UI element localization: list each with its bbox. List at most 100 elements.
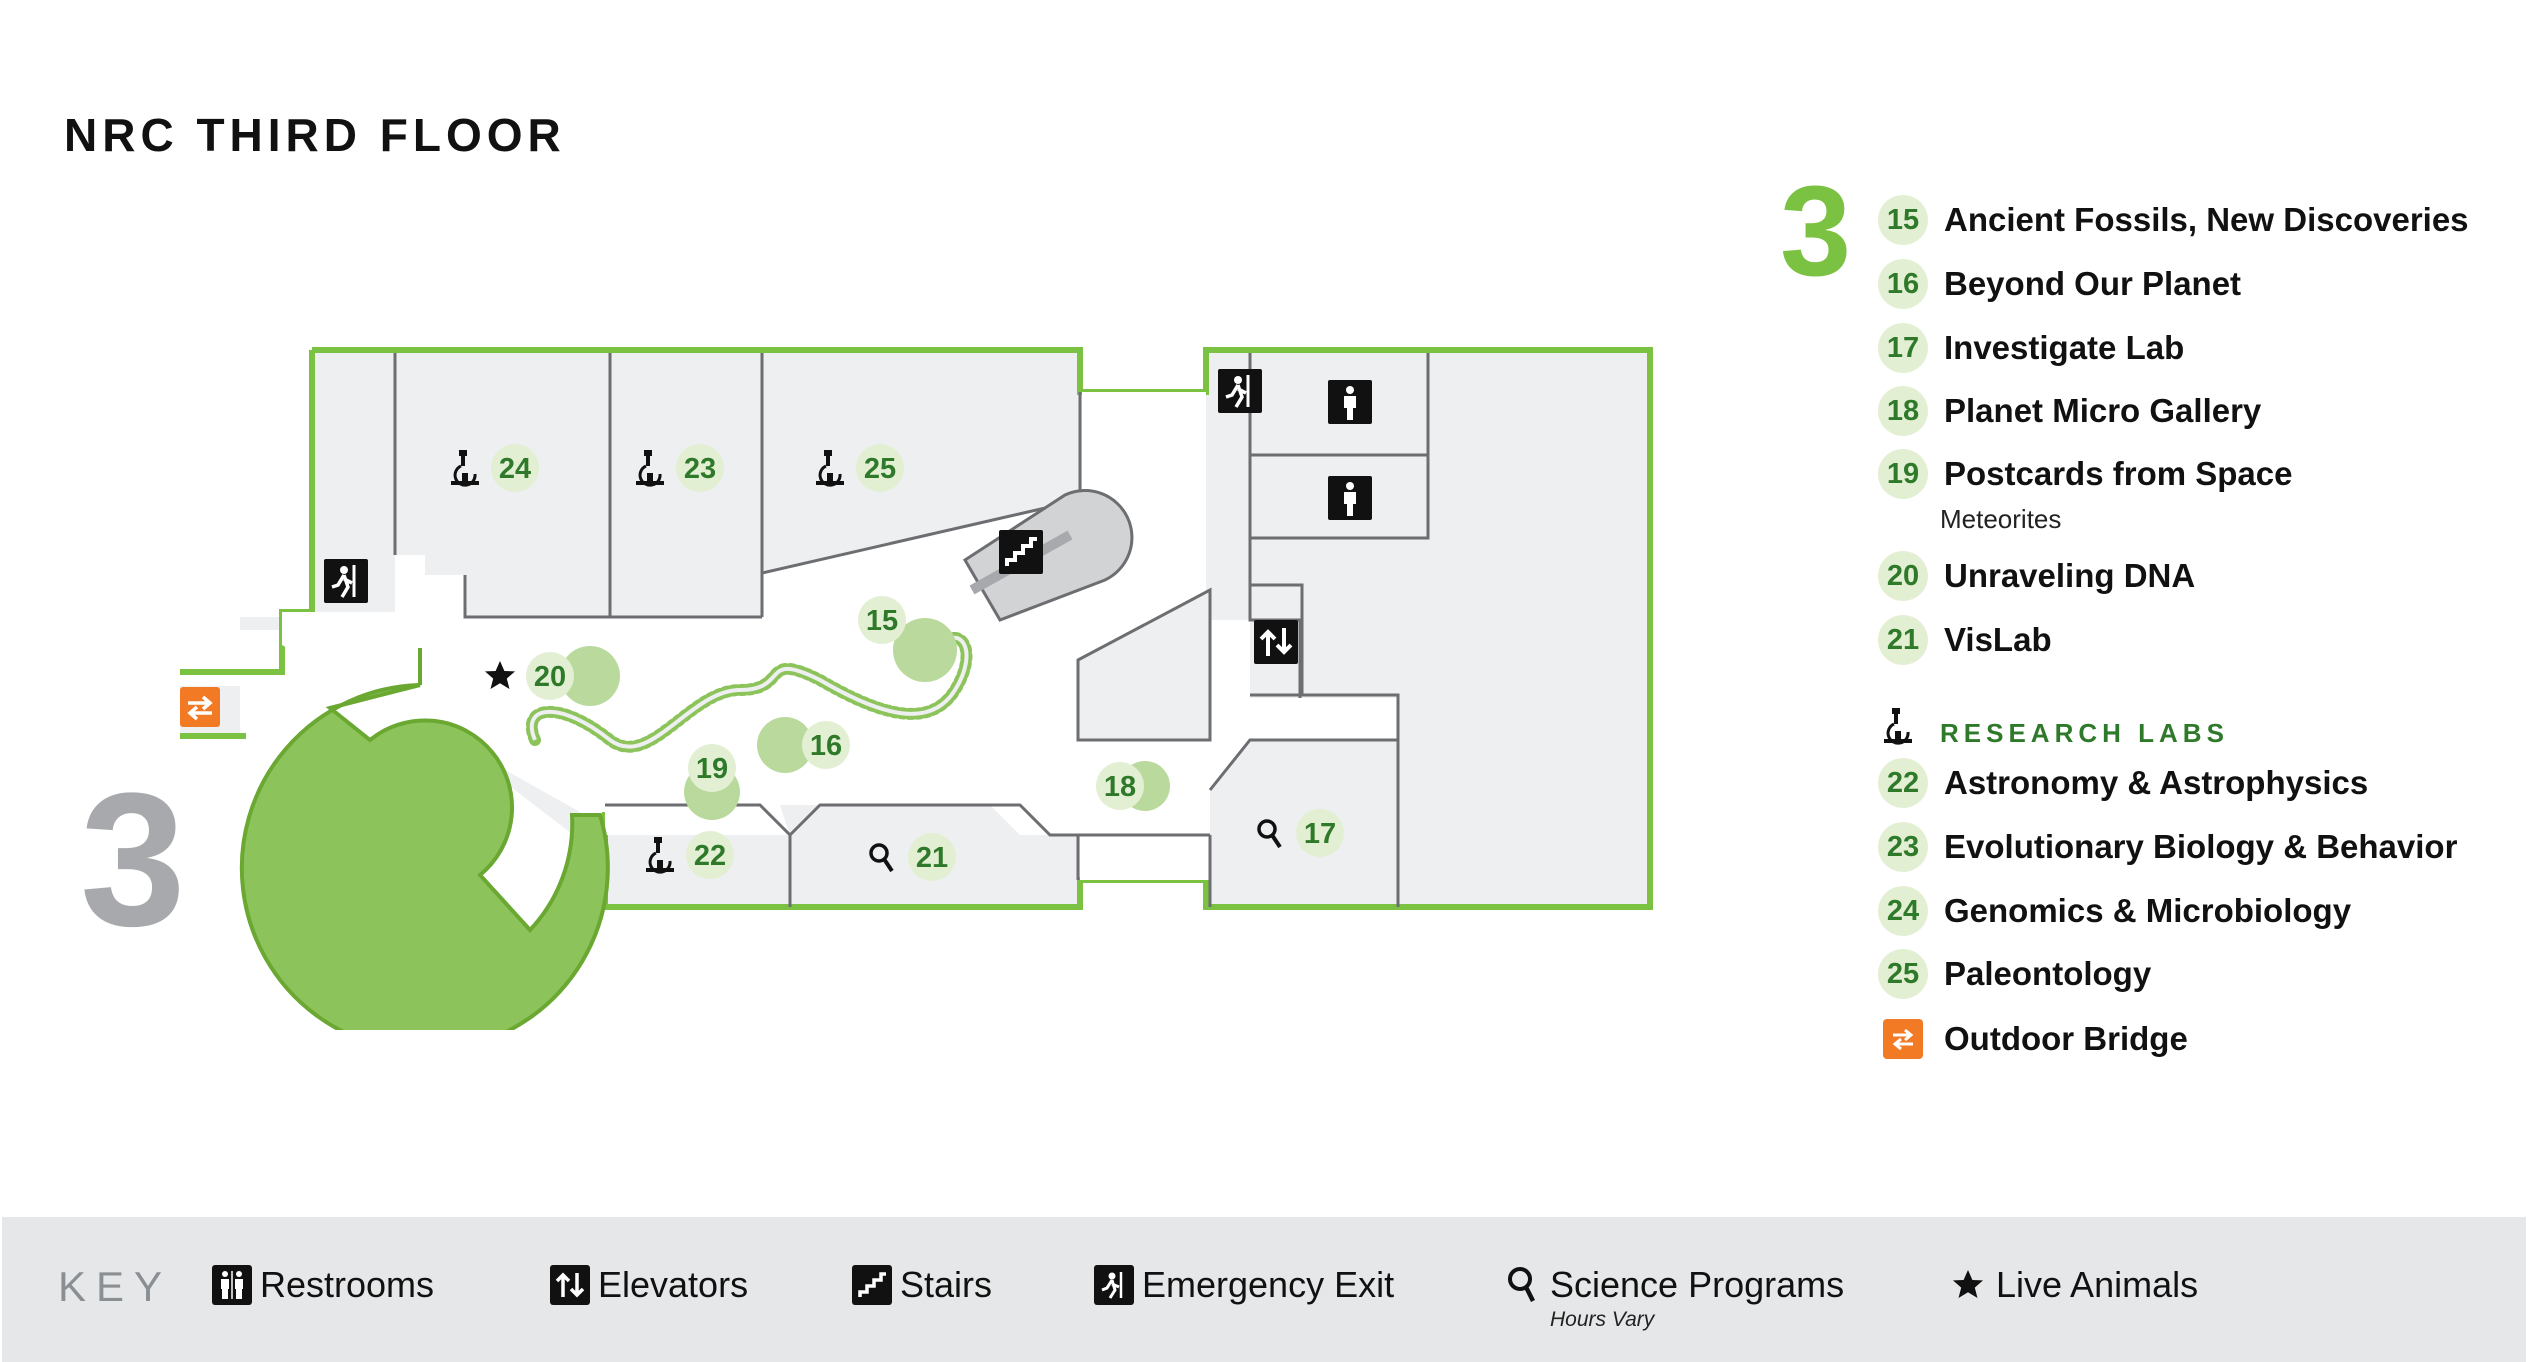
key-label: Emergency Exit bbox=[1142, 1264, 1395, 1305]
emergency-exit-icon bbox=[1094, 1265, 1134, 1305]
map-marker-24: 24 bbox=[449, 444, 539, 492]
research-labs-heading: RESEARCH LABS bbox=[1940, 718, 2229, 748]
restroom-women-icon bbox=[1328, 380, 1372, 424]
marker-badge bbox=[526, 652, 574, 700]
key-bar: KEY Restrooms Elevators Stairs bbox=[2, 1217, 2526, 1362]
legend-number: 23 bbox=[1878, 822, 1928, 872]
key-item-emergency-exit: Emergency Exit bbox=[1094, 1261, 1394, 1309]
elevator-icon bbox=[1252, 618, 1300, 666]
stairs-ramp bbox=[962, 489, 1134, 622]
microscope-icon bbox=[1882, 706, 1914, 745]
marker-number: 24 bbox=[499, 453, 531, 485]
legend-label: Investigate Lab bbox=[1944, 329, 2185, 366]
star-icon bbox=[485, 661, 515, 689]
key-item-elevators: Elevators bbox=[550, 1261, 748, 1309]
key-title: KEY bbox=[58, 1263, 173, 1310]
map-marker-15: 15 bbox=[858, 596, 906, 644]
atrium bbox=[239, 648, 610, 1030]
map-marker-21: 21 bbox=[869, 833, 956, 881]
legend-number: 25 bbox=[1878, 949, 1928, 999]
map-marker-16: 16 bbox=[802, 721, 850, 769]
marker-number: 16 bbox=[810, 730, 842, 762]
map-marker-22: 22 bbox=[644, 831, 734, 879]
map-marker-20: 20 bbox=[485, 652, 574, 700]
marker-number: 23 bbox=[684, 453, 716, 485]
marker-number: 20 bbox=[534, 661, 566, 693]
legend-label: Outdoor Bridge bbox=[1944, 1020, 2188, 1057]
legend-sub-label: Meteorites bbox=[1940, 504, 2062, 534]
legend-number: 24 bbox=[1878, 886, 1928, 936]
legend-label: Ancient Fossils, New Discoveries bbox=[1944, 201, 2469, 238]
marker-number: 22 bbox=[694, 840, 726, 872]
floor-numeral: 3 bbox=[80, 754, 186, 966]
legend-number: 20 bbox=[1878, 551, 1928, 601]
legend-item-22: 22 Astronomy & Astrophysics bbox=[1878, 758, 2369, 808]
legend-number: 15 bbox=[1878, 195, 1928, 245]
legend-label: VisLab bbox=[1944, 621, 2052, 658]
map-marker-19: 19 bbox=[688, 744, 736, 792]
legend-label: Genomics & Microbiology bbox=[1944, 892, 2352, 929]
map-marker-25: 25 bbox=[814, 444, 904, 492]
key-label: Science Programs bbox=[1550, 1264, 1845, 1305]
legend-number: 16 bbox=[1878, 259, 1928, 309]
legend-item-18: 18 Planet Micro Gallery bbox=[1878, 386, 2261, 436]
legend-number: 19 bbox=[1878, 449, 1928, 499]
legend-number: 18 bbox=[1878, 386, 1928, 436]
legend-label: Beyond Our Planet bbox=[1944, 265, 2242, 302]
stairs-icon bbox=[997, 528, 1045, 576]
stairs-icon bbox=[852, 1265, 892, 1305]
marker-badge bbox=[858, 596, 906, 644]
key-item-stairs: Stairs bbox=[852, 1261, 992, 1309]
legend-label: Astronomy & Astrophysics bbox=[1944, 764, 2369, 801]
key-label: Restrooms bbox=[260, 1264, 435, 1305]
legend-item-outdoor-bridge: Outdoor Bridge bbox=[1878, 1015, 2188, 1063]
marker-number: 21 bbox=[916, 842, 948, 874]
magnifier-icon bbox=[1502, 1265, 1542, 1305]
legend-item-16: 16 Beyond Our Planet bbox=[1878, 259, 2242, 309]
key-label: Stairs bbox=[900, 1264, 993, 1305]
legend-label: Evolutionary Biology & Behavior bbox=[1944, 828, 2458, 865]
legend-item-19: 19 Postcards from Space bbox=[1878, 449, 2293, 499]
legend-item-25: 25 Paleontology bbox=[1878, 949, 2152, 999]
legend-number: 17 bbox=[1878, 323, 1928, 373]
key-label: Live Animals bbox=[1996, 1264, 2199, 1305]
marker-badge bbox=[491, 444, 539, 492]
floor-map: 3 24 23 25 15 20 16 19 18 22 21 17 bbox=[80, 347, 1653, 1030]
marker-badge bbox=[802, 721, 850, 769]
legend-number: 21 bbox=[1878, 615, 1928, 665]
legend-item-15: 15 Ancient Fossils, New Discoveries bbox=[1878, 195, 2469, 245]
legend-item-17: 17 Investigate Lab bbox=[1878, 323, 2185, 373]
key-item-science-programs: Science Programs bbox=[1502, 1261, 1844, 1309]
marker-badge bbox=[908, 833, 956, 881]
legend-label: Unraveling DNA bbox=[1944, 557, 2196, 594]
marker-number: 15 bbox=[866, 605, 898, 637]
emergency-exit-icon bbox=[322, 557, 370, 605]
marker-number: 19 bbox=[696, 753, 728, 785]
legend-label: Postcards from Space bbox=[1944, 455, 2293, 492]
legend-floor-number: 3 bbox=[1780, 160, 1852, 303]
restroom-men-icon bbox=[1328, 476, 1372, 520]
map-marker-18: 18 bbox=[1096, 762, 1144, 810]
legend-item-24: 24 Genomics & Microbiology bbox=[1878, 886, 2352, 936]
legend-item-23: 23 Evolutionary Biology & Behavior bbox=[1878, 822, 2458, 872]
legend-label: Paleontology bbox=[1944, 955, 2152, 992]
marker-badge bbox=[686, 831, 734, 879]
marker-badge bbox=[676, 444, 724, 492]
marker-number: 25 bbox=[864, 453, 896, 485]
marker-number: 18 bbox=[1104, 771, 1136, 803]
key-item-live-animals: Live Animals bbox=[1948, 1261, 2198, 1309]
marker-badge bbox=[1296, 809, 1344, 857]
page-title: NRC THIRD FLOOR bbox=[64, 109, 566, 161]
key-item-restrooms: Restrooms bbox=[212, 1261, 434, 1309]
key-sub-label: Hours Vary bbox=[1550, 1308, 1655, 1331]
map-marker-17: 17 bbox=[1257, 809, 1344, 857]
elevator-icon bbox=[550, 1265, 590, 1305]
marker-badge bbox=[688, 744, 736, 792]
outdoor-bridge-icon bbox=[178, 685, 222, 729]
legend-number: 22 bbox=[1878, 758, 1928, 808]
marker-badge bbox=[1096, 762, 1144, 810]
outdoor-bridge-icon bbox=[1883, 1019, 1923, 1059]
map-marker-23: 23 bbox=[634, 444, 724, 492]
legend-item-20: 20 Unraveling DNA bbox=[1878, 551, 2196, 601]
marker-number: 17 bbox=[1304, 818, 1336, 850]
